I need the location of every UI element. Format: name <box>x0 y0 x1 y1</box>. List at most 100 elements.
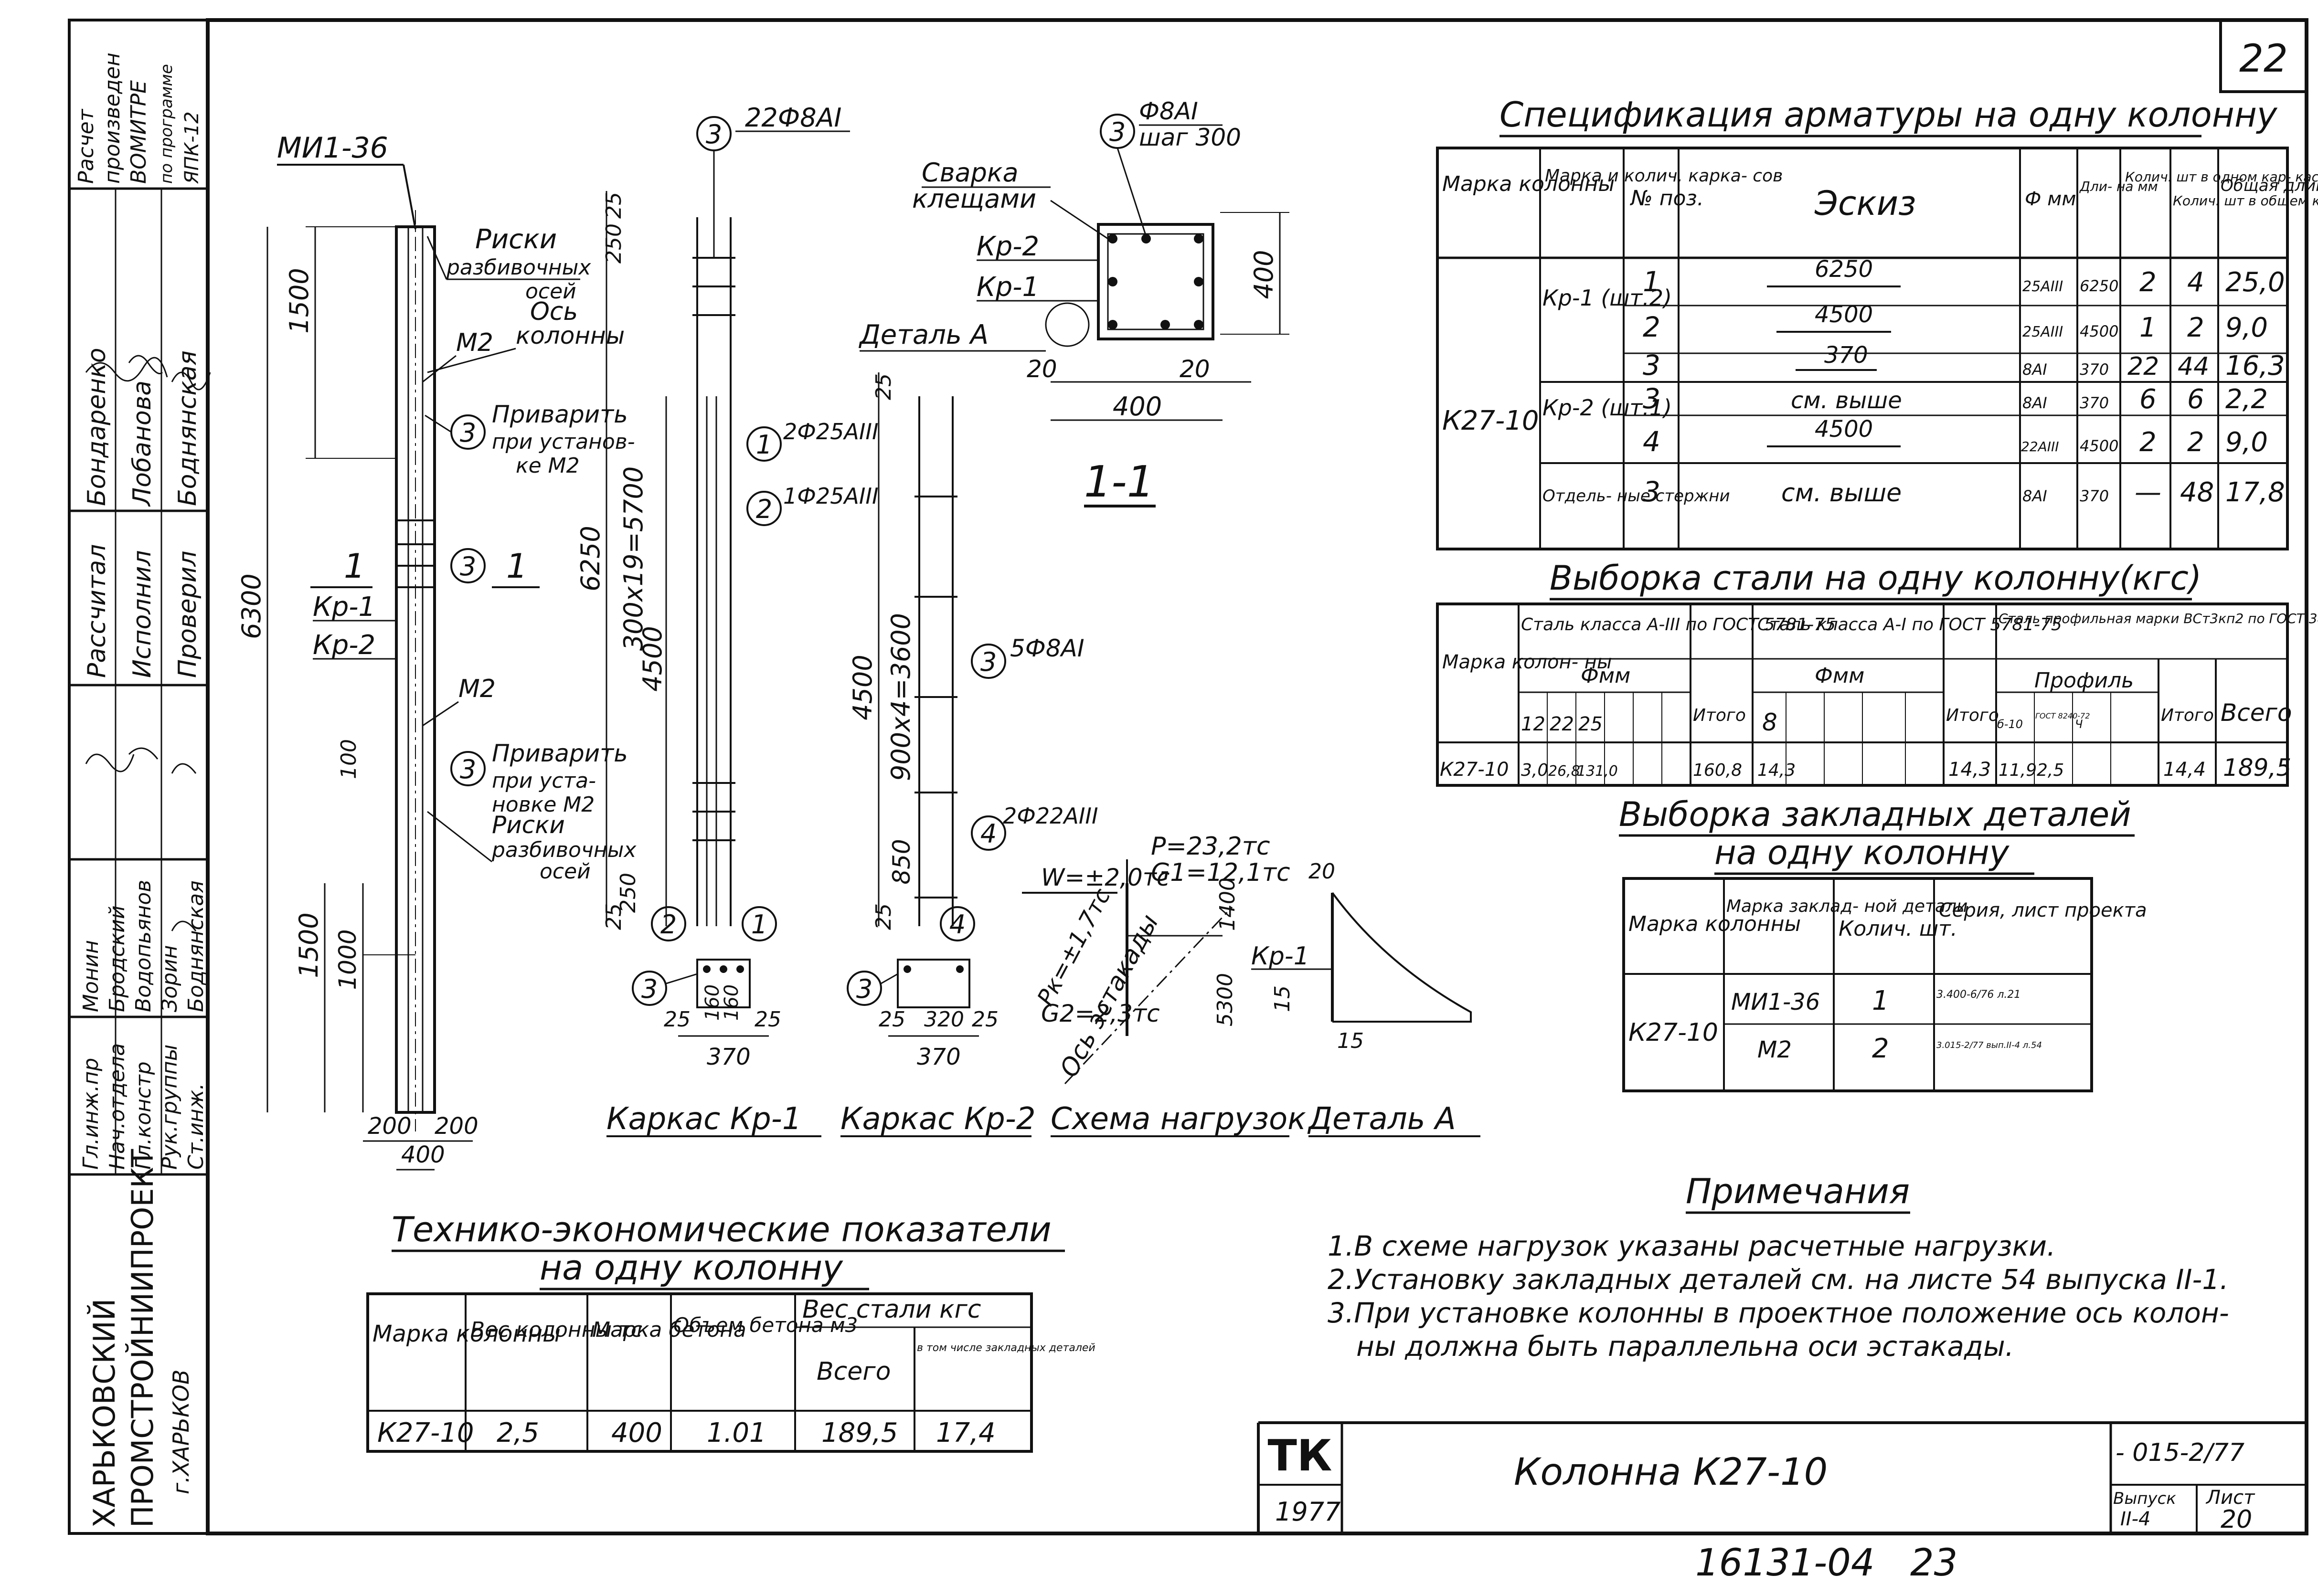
svg-text:шаг 300: шаг 300 <box>1139 124 1241 151</box>
svg-text:4500: 4500 <box>1815 301 1873 328</box>
bottom-handwritten-number: 16131-04 <box>1695 1542 1875 1585</box>
svg-text:6: 6 <box>2139 384 2157 415</box>
svg-text:3: 3 <box>1643 382 1660 415</box>
signatures <box>85 355 211 931</box>
svg-text:25: 25 <box>602 903 626 930</box>
svg-text:1: 1 <box>1872 985 1889 1016</box>
svg-text:№ поз.: № поз. <box>1629 186 1704 211</box>
svg-text:Боднянская: Боднянская <box>173 350 202 506</box>
svg-text:при уста-: при уста- <box>492 769 596 793</box>
svg-text:на одну колонну: на одну колонну <box>540 1247 843 1288</box>
svg-text:Марка бетона: Марка бетона <box>592 1318 746 1342</box>
svg-text:Гл.инж.пр: Гл.инж.пр <box>79 1058 103 1170</box>
svg-text:3.При установке колонны в прое: 3.При установке колонны в проектное поло… <box>1328 1297 2229 1329</box>
svg-text:Ч: Ч <box>2075 718 2083 731</box>
tep-table: Технико-экономические показатели на одну… <box>366 1209 1095 1453</box>
svg-text:Колич. шт.: Колич. шт. <box>1839 917 1957 941</box>
svg-text:48: 48 <box>2180 477 2214 508</box>
svg-text:2Ф25АIII: 2Ф25АIII <box>783 419 879 444</box>
spec-table: Спецификация арматуры на одну колонну Ма… <box>1436 95 2318 550</box>
svg-text:3: 3 <box>460 551 476 581</box>
svg-text:Кр-1: Кр-1 <box>977 272 1039 303</box>
svg-text:по программе: по программе <box>157 64 176 184</box>
svg-text:МИ1-36: МИ1-36 <box>1731 989 1820 1015</box>
svg-text:25: 25 <box>872 373 896 400</box>
svg-text:4: 4 <box>2187 267 2204 298</box>
svg-text:колонны: колонны <box>516 322 625 349</box>
spec-row: 3 см. выше 8АI 370 6 6 2,2 <box>1643 382 2268 415</box>
svg-text:250: 250 <box>616 873 640 913</box>
svg-text:1: 1 <box>2139 312 2157 343</box>
spec-row: 3 370 8АI 370 22 44 16,3 <box>1643 342 2285 381</box>
svg-text:II-4: II-4 <box>2120 1508 2150 1530</box>
svg-text:4500: 4500 <box>2080 322 2118 340</box>
svg-text:Кр-1: Кр-1 <box>313 592 375 623</box>
frame-kp2: 3 5Ф8АI 4 2Ф22АIII 25 4500 900х4=3600 85… <box>840 372 1098 1137</box>
svg-text:25: 25 <box>664 1007 691 1032</box>
svg-text:Рассчитал: Рассчитал <box>83 544 111 678</box>
svg-text:2: 2 <box>1643 311 1660 343</box>
drawing-title: Колонна К27-10 <box>1514 1451 1828 1494</box>
svg-text:Р=23,2тс: Р=23,2тс <box>1151 832 1270 861</box>
svg-text:Марка и колич. карка- сов: Марка и колич. карка- сов <box>1545 166 1783 186</box>
svg-text:3,0: 3,0 <box>1521 761 1548 780</box>
svg-text:Ст.инж.: Ст.инж. <box>184 1083 208 1170</box>
svg-text:25: 25 <box>872 903 896 930</box>
svg-text:2,5: 2,5 <box>497 1417 539 1448</box>
svg-text:1Ф25АIII: 1Ф25АIII <box>783 483 879 509</box>
svg-text:Кр-1 (шт.2): Кр-1 (шт.2) <box>1542 285 1672 311</box>
svg-text:20: 20 <box>2221 1505 2252 1534</box>
svg-text:200: 200 <box>368 1113 412 1140</box>
embedded-mark-top: МИ1-36 <box>277 131 388 165</box>
svg-text:Риски: Риски <box>475 224 557 255</box>
svg-text:3.015-2/77 вып.II-4 л.54: 3.015-2/77 вып.II-4 л.54 <box>1936 1040 2042 1050</box>
svg-text:Расчет: Расчет <box>74 108 98 184</box>
svg-text:ПРОМСТРОЙНИИПРОЕКТ: ПРОМСТРОЙНИИПРОЕКТ <box>125 1149 160 1528</box>
svg-text:14,4: 14,4 <box>2163 759 2206 781</box>
svg-text:осей: осей <box>525 279 576 304</box>
spec-row: 3 см. выше 8АI 370 — 48 17,8 <box>1643 476 2285 508</box>
svg-text:Ф8АI: Ф8АI <box>1139 97 1198 125</box>
caption-frame-kp2: Каркас Кр-2 <box>840 1101 1036 1137</box>
svg-text:1.В схеме нагрузок указаны рас: 1.В схеме нагрузок указаны расчетные наг… <box>1328 1230 2056 1262</box>
svg-text:Итого: Итого <box>2161 706 2214 725</box>
svg-text:на одну колонну: на одну колонну <box>1714 833 2010 872</box>
svg-text:25АIII: 25АIII <box>2022 324 2063 340</box>
svg-text:12: 12 <box>1521 713 1545 735</box>
svg-text:Зорин: Зорин <box>158 945 182 1012</box>
svg-text:3: 3 <box>980 647 997 677</box>
svg-text:3.400-6/76 л.21: 3.400-6/76 л.21 <box>1936 989 2020 1001</box>
svg-text:Объем бетона м3: Объем бетона м3 <box>673 1313 858 1337</box>
caption-frame-kp1: Каркас Кр-1 <box>606 1101 802 1137</box>
svg-text:25: 25 <box>1578 713 1603 735</box>
column-elevation: МИ1-36 Риски разбивочных осей Ось колонн… <box>236 131 637 1171</box>
svg-text:Монин: Монин <box>79 940 103 1012</box>
svg-text:Всего: Всего <box>2221 699 2292 727</box>
svg-text:ХАРЬКОВСКИЙ: ХАРЬКОВСКИЙ <box>87 1299 122 1528</box>
svg-text:ке М2: ке М2 <box>516 454 580 478</box>
svg-text:189,5: 189,5 <box>821 1417 898 1448</box>
svg-text:2: 2 <box>660 909 677 940</box>
svg-text:100: 100 <box>337 739 361 779</box>
svg-text:8АI: 8АI <box>2022 360 2047 379</box>
title-stamp: ТК 1977 Колонна К27-10 - 015-2/77 Выпуск… <box>1257 1421 2307 1534</box>
svg-text:320: 320 <box>924 1007 964 1032</box>
svg-text:ЯПК-12: ЯПК-12 <box>181 111 203 184</box>
svg-text:клещами: клещами <box>912 184 1036 214</box>
svg-text:3: 3 <box>706 119 722 149</box>
svg-text:400: 400 <box>1249 250 1279 299</box>
svg-text:Лист: Лист <box>2205 1487 2255 1509</box>
svg-text:Бродский: Бродский <box>105 906 129 1012</box>
svg-text:Рук.группы: Рук.группы <box>158 1045 182 1170</box>
svg-text:131,0: 131,0 <box>1577 763 1618 780</box>
steel-table: Выборка стали на одну колонну(кгс) Марка… <box>1436 559 2318 787</box>
svg-text:22: 22 <box>2127 352 2159 381</box>
svg-text:9,0: 9,0 <box>2225 427 2268 458</box>
svg-text:1: 1 <box>756 430 772 460</box>
section-mark-right: 1 <box>506 547 528 586</box>
svg-text:25: 25 <box>602 192 626 219</box>
svg-text:разбивочных: разбивочных <box>491 838 637 862</box>
svg-text:17,8: 17,8 <box>2225 477 2285 508</box>
svg-text:4: 4 <box>949 909 966 940</box>
